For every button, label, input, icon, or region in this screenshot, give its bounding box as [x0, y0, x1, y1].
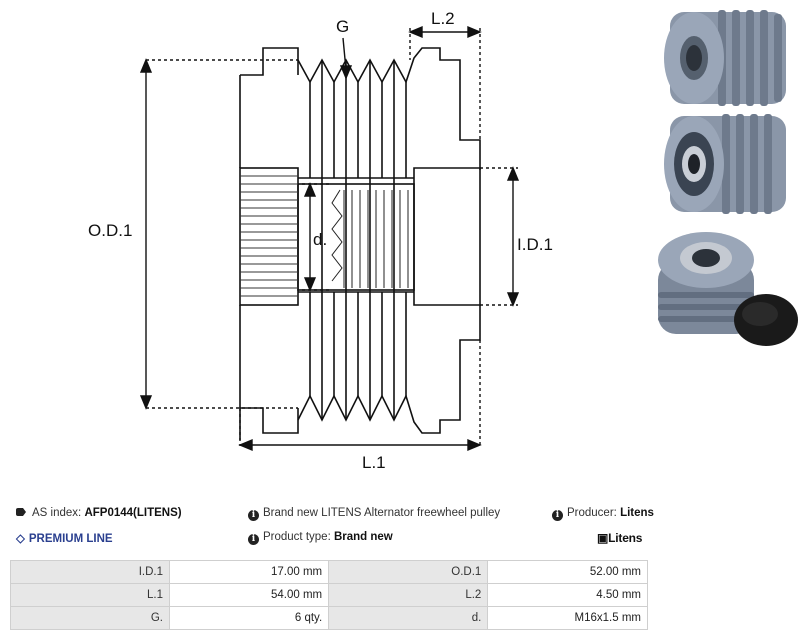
- table-row: L.1 54.00 mm L.2 4.50 mm: [10, 583, 648, 607]
- as-index-value: AFP0144(LITENS): [84, 507, 182, 519]
- spec-value: M16x1.5 mm: [487, 606, 648, 630]
- label-thread: d.: [313, 230, 327, 249]
- rib-profile-top: [297, 47, 481, 170]
- pulley-with-cap-photo: [658, 232, 798, 346]
- spec-label: L.2: [328, 583, 489, 607]
- technical-drawing: G L.2 O.D.1 I.D.1 d. L.1: [88, 9, 553, 472]
- product-type-value: Brand new: [333, 531, 393, 543]
- description-text: Brand new LITENS Alternator freewheel pu…: [263, 507, 501, 519]
- description: i Brand new LITENS Alternator freewheel p…: [248, 507, 500, 521]
- producer: i Producer: Litens: [552, 507, 654, 521]
- info-icon: i: [552, 510, 563, 521]
- thread-profile: [331, 189, 343, 282]
- pulley-outline-left: [240, 47, 299, 76]
- producer-label: Producer:: [567, 507, 617, 519]
- rib-profile-bottom: [297, 305, 481, 434]
- spec-label: I.D.1: [10, 560, 170, 584]
- litens-logo-icon: ▣: [597, 531, 609, 545]
- spec-value: 54.00 mm: [168, 583, 330, 607]
- spec-label: G.: [10, 606, 170, 630]
- pulley-outline-left-bottom: [239, 407, 299, 440]
- specs-table: I.D.1 17.00 mm O.D.1 52.00 mm L.1 54.00 …: [10, 560, 648, 630]
- right-hub: [413, 167, 481, 306]
- as-index-label: AS index:: [32, 507, 82, 519]
- spec-value: 52.00 mm: [487, 560, 648, 584]
- spec-value: 17.00 mm: [168, 560, 330, 584]
- table-row: G. 6 qty. d. M16x1.5 mm: [10, 606, 648, 630]
- litens-logo: ▣Litens: [597, 531, 643, 545]
- as-index: AS index: AFP0144(LITENS): [16, 507, 182, 519]
- label-id1: I.D.1: [517, 235, 553, 254]
- premium-line: ◇PREMIUM LINE: [16, 533, 113, 545]
- spec-value: 4.50 mm: [487, 583, 648, 607]
- tag-icon: [16, 508, 26, 516]
- spec-value: 6 qty.: [168, 606, 330, 630]
- info-icon: i: [248, 534, 259, 545]
- product-type-label: Product type:: [263, 531, 331, 543]
- table-row: I.D.1 17.00 mm O.D.1 52.00 mm: [10, 560, 648, 584]
- spec-label: d.: [328, 606, 489, 630]
- spec-label: L.1: [10, 583, 170, 607]
- spec-label: O.D.1: [328, 560, 489, 584]
- producer-value: Litens: [620, 507, 654, 519]
- label-l1: L.1: [362, 453, 386, 472]
- info-icon: i: [248, 510, 259, 521]
- label-od1: O.D.1: [88, 221, 132, 240]
- product-type: i Product type: Brand new: [248, 531, 393, 545]
- label-groove: G: [336, 17, 349, 36]
- pulley-front-view-photo: [664, 114, 786, 214]
- spline-hub: [239, 167, 299, 306]
- label-l2: L.2: [431, 9, 455, 28]
- pulley-side-view-photo: [664, 10, 786, 106]
- diamond-icon: ◇: [16, 533, 25, 545]
